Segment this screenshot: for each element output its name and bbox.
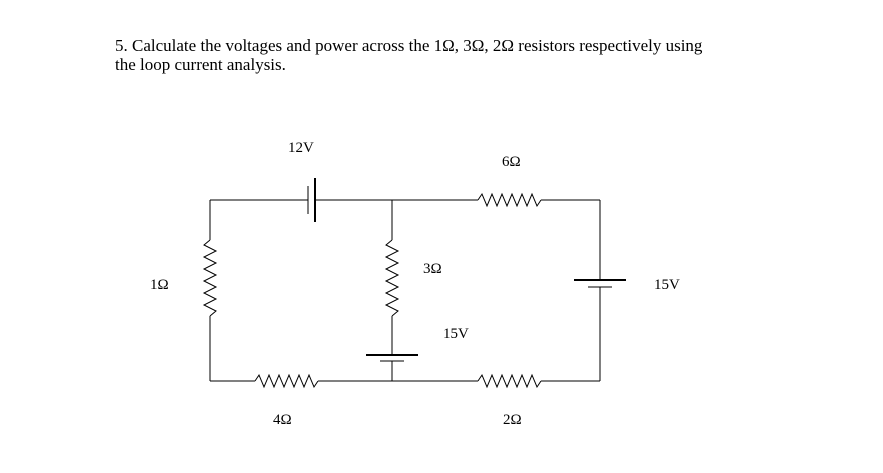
label-resistor-3-ohm: 3Ω [423, 261, 442, 277]
battery-15v-right-symbol [574, 279, 626, 288]
question-text: 5. Calculate the voltages and power acro… [115, 36, 815, 74]
resistor-4-ohm-symbol [254, 373, 319, 389]
label-resistor-2-ohm: 2Ω [503, 412, 522, 428]
question-line-1: 5. Calculate the voltages and power acro… [115, 36, 703, 55]
resistor-3-ohm-symbol [384, 239, 400, 317]
label-resistor-1-ohm: 1Ω [150, 277, 169, 293]
label-battery-15v-middle: 15V [443, 326, 469, 342]
label-resistor-6-ohm: 6Ω [502, 154, 521, 170]
resistor-2-ohm-symbol [477, 373, 542, 389]
question-line-2: the loop current analysis. [115, 55, 286, 74]
label-resistor-4-ohm: 4Ω [273, 412, 292, 428]
label-battery-12v: 12V [288, 140, 314, 156]
battery-12v-symbol [307, 178, 316, 222]
battery-15v-middle-symbol [366, 354, 418, 362]
resistor-6-ohm-symbol [477, 192, 542, 208]
label-battery-15v-right: 15V [654, 277, 680, 293]
resistor-1-ohm-symbol [202, 239, 218, 317]
